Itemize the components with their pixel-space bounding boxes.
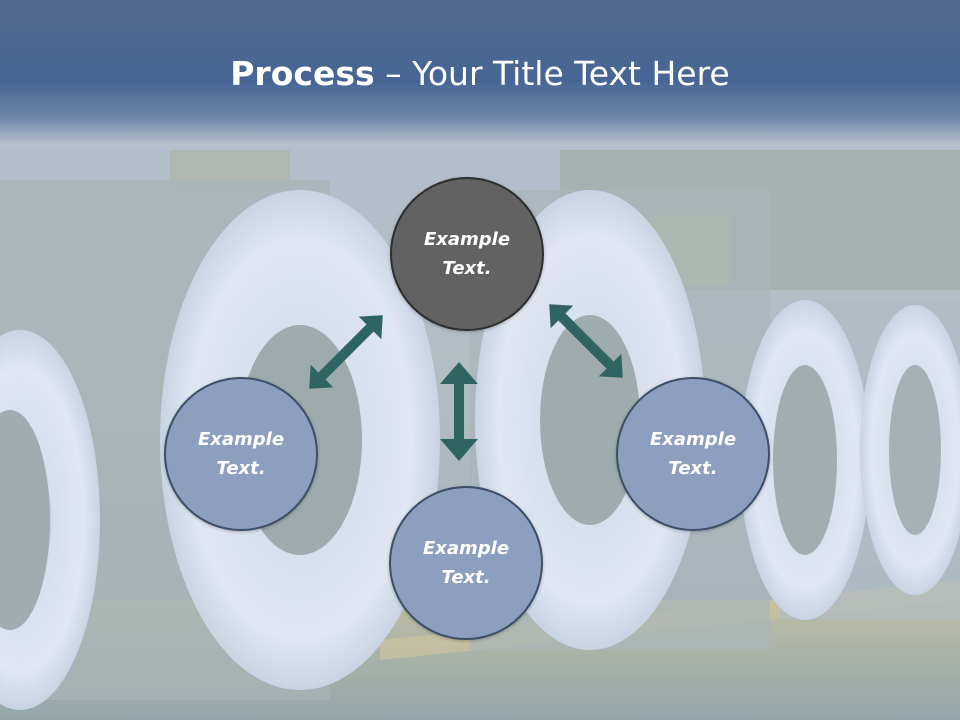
right-node-circle: Example Text.	[616, 377, 770, 531]
bottom-node-text: Example Text.	[422, 538, 510, 588]
top-node-circle: Example Text.	[390, 177, 544, 331]
title-text: – Your Title Text Here	[374, 54, 730, 93]
left-node-text: Example Text.	[197, 429, 285, 479]
left-node-circle: Example Text.	[164, 377, 318, 531]
top-node-text: Example Text.	[423, 229, 511, 279]
title-bold: Process	[230, 54, 375, 93]
slide-title: Process – Your Title Text Here	[0, 52, 960, 96]
bottom-node-circle: Example Text.	[389, 486, 543, 640]
right-node-text: Example Text.	[649, 429, 737, 479]
title-bar	[0, 0, 960, 146]
